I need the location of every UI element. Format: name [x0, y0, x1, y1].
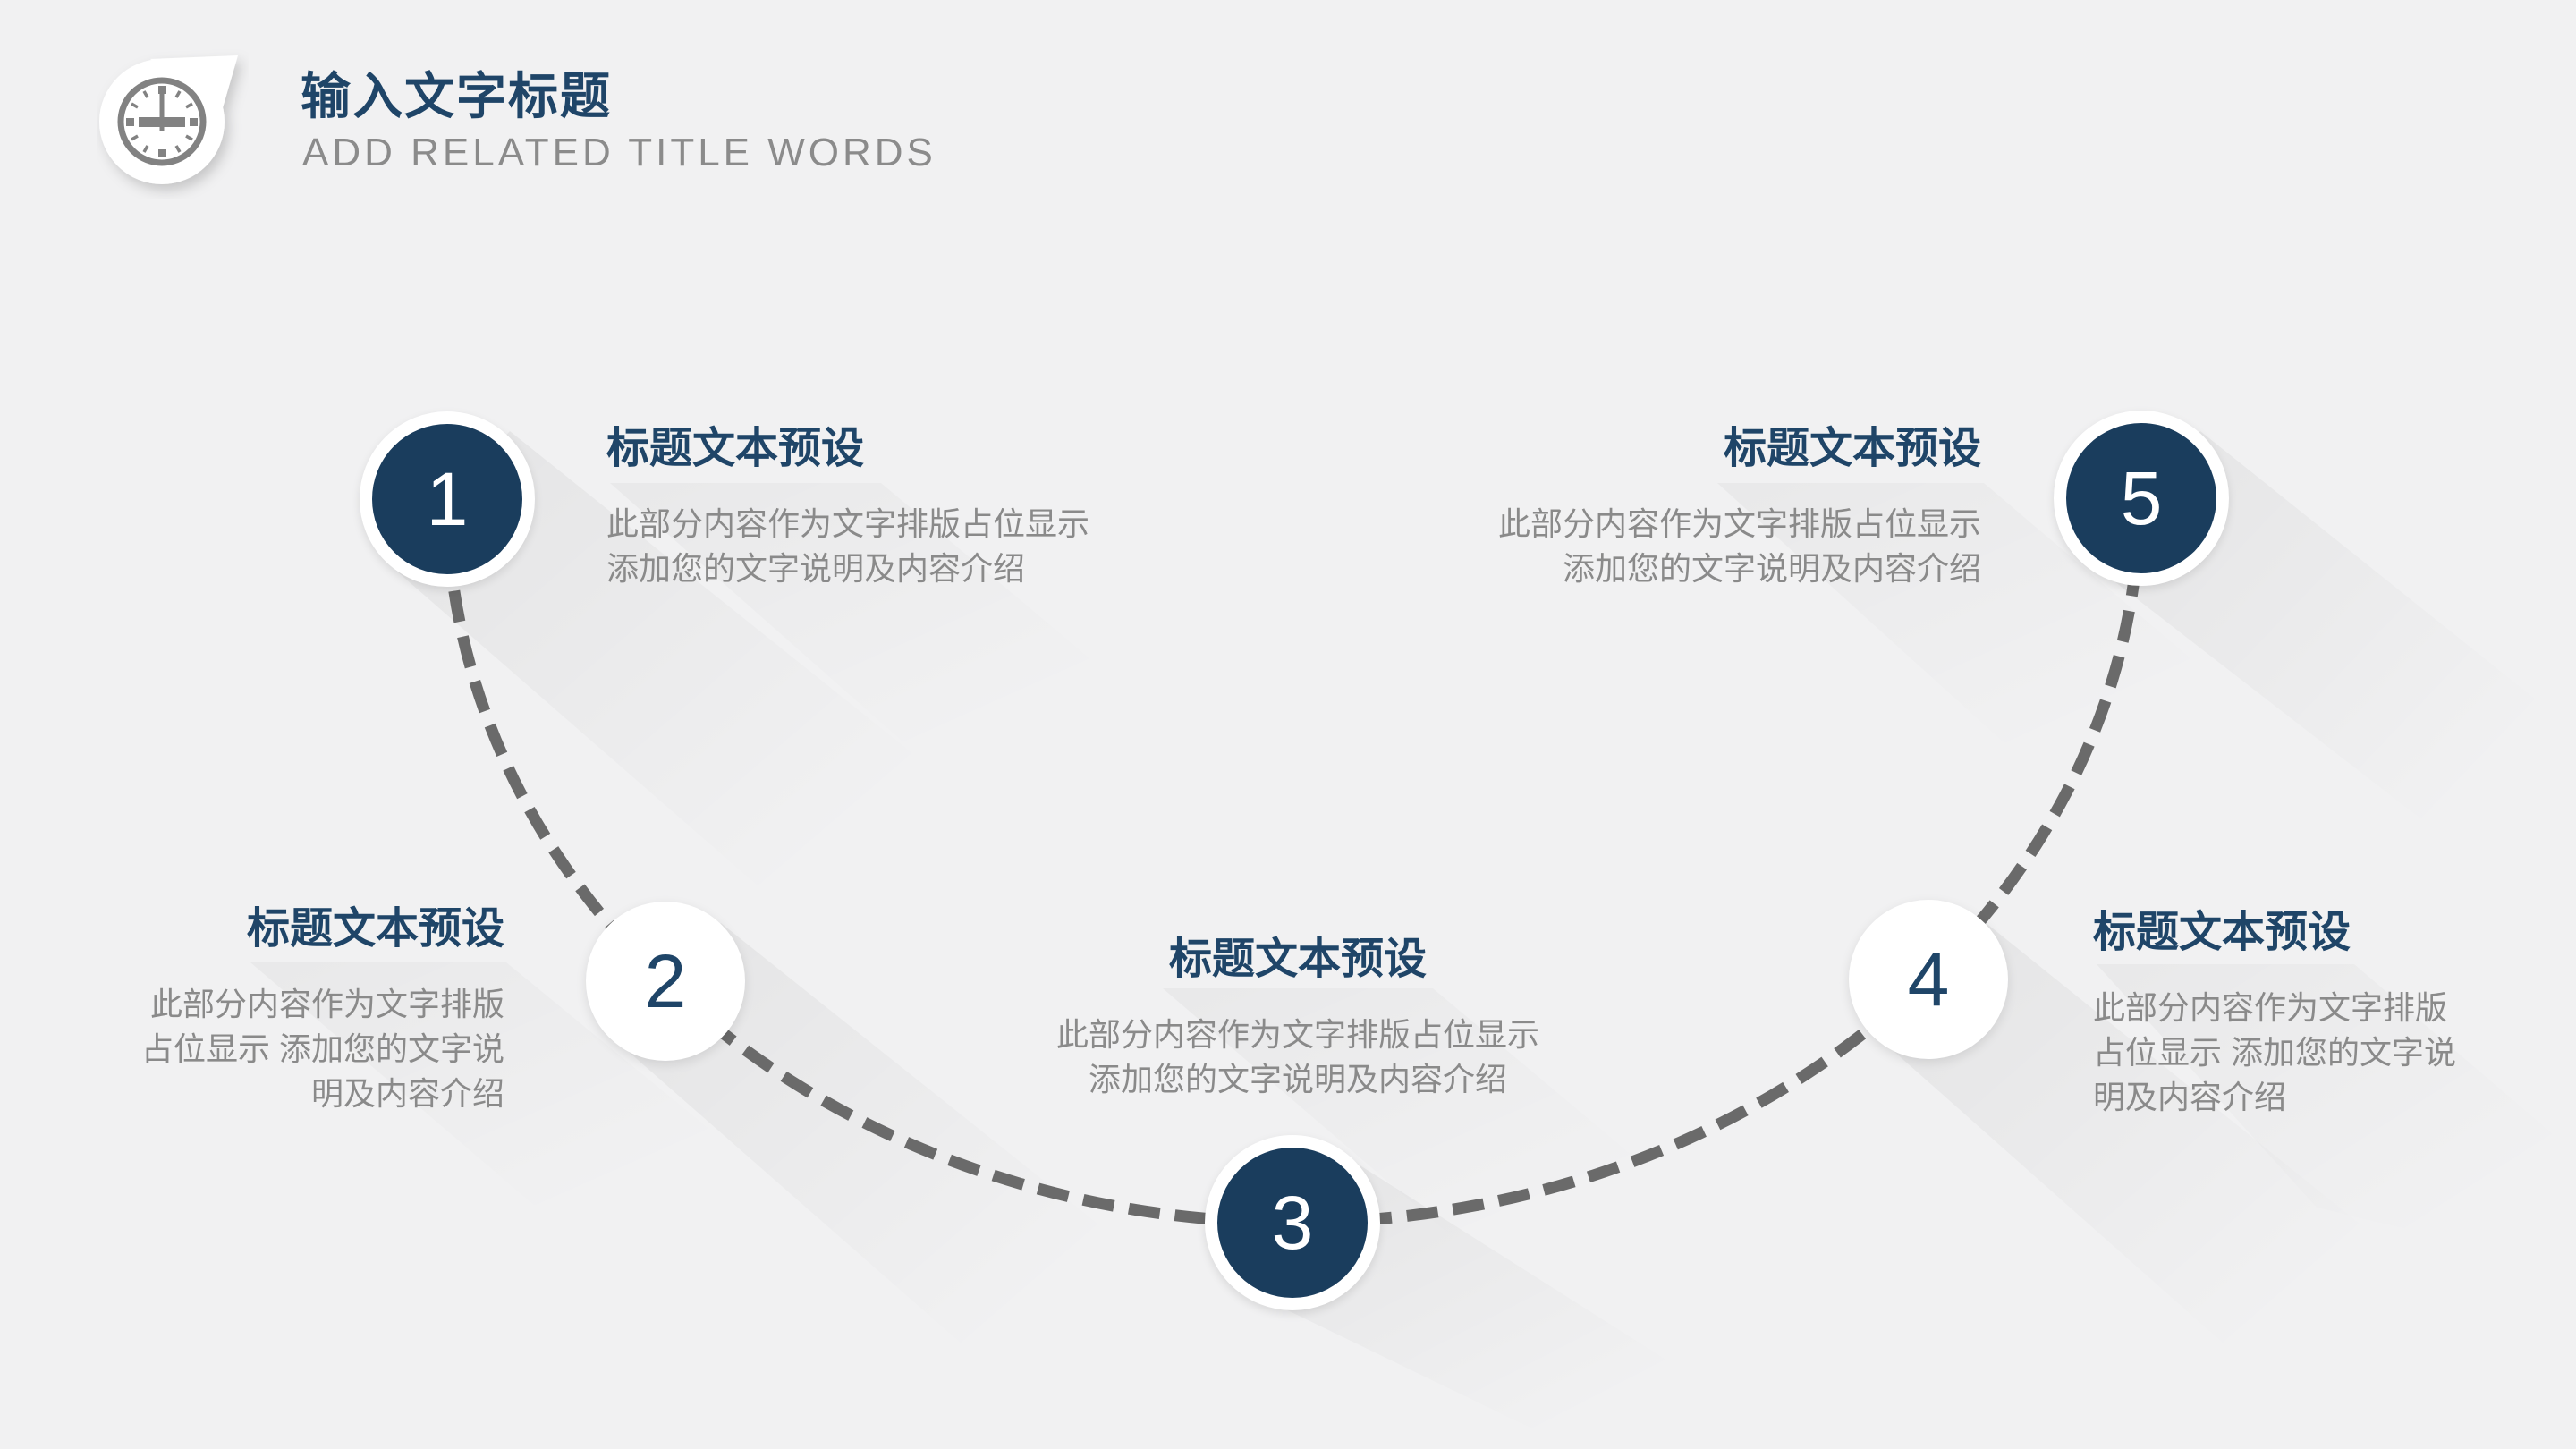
- step-4-number: 4: [1907, 937, 1950, 1021]
- circle-long-shadow: [1878, 921, 2451, 1422]
- step-2-description: 此部分内容作为文字排版占位显示 添加您的文字说明及内容介绍: [140, 986, 504, 1112]
- circle-long-shadow: [1241, 1158, 1807, 1449]
- step-2-text: 标题文本预设 此部分内容作为文字排版占位显示 添加您的文字说明及内容介绍: [129, 903, 504, 1116]
- step-3-marker: 3: [1205, 1135, 1380, 1310]
- title-long-shadow: [1717, 483, 2290, 742]
- circle-long-shadow: [390, 431, 1011, 966]
- clock-icon: [99, 55, 238, 184]
- step-4-title: 标题文本预设: [2093, 909, 2351, 956]
- step-5-number: 5: [2120, 456, 2163, 540]
- step-2-title: 标题文本预设: [246, 905, 504, 953]
- title-long-shadow: [250, 962, 805, 1208]
- step-1-marker: 1: [360, 411, 535, 587]
- step-4-text: 标题文本预设 此部分内容作为文字排版占位显示 添加您的文字说明及内容介绍: [2093, 907, 2469, 1120]
- step-2-marker: 2: [586, 902, 745, 1061]
- title-long-shadow: [610, 483, 1190, 742]
- step-3-description: 此部分内容作为文字排版占位显示 添加您的文字说明及内容介绍: [1055, 1016, 1539, 1097]
- step-2-number: 2: [644, 939, 687, 1023]
- step-3-title: 标题文本预设: [1168, 936, 1427, 983]
- title-long-shadow: [1163, 988, 1726, 1234]
- step-5-text: 标题文本预设 此部分内容作为文字排版占位显示 添加您的文字说明及内容介绍: [1479, 423, 1981, 591]
- circle-long-shadow: [615, 923, 1190, 1422]
- hour-hand: [139, 117, 185, 127]
- page-title: 输入文字标题: [301, 68, 612, 124]
- clock-face: [117, 77, 207, 166]
- title-long-shadow: [2097, 964, 2576, 1270]
- step-5-description: 此部分内容作为文字排版占位显示 添加您的文字说明及内容介绍: [1497, 505, 1981, 587]
- circle-long-shadow: [2091, 431, 2576, 939]
- step-1-number: 1: [426, 457, 469, 541]
- page-subtitle: ADD RELATED TITLE WORDS: [302, 131, 936, 174]
- step-1-title: 标题文本预设: [606, 425, 865, 472]
- step-5-marker: 5: [2054, 411, 2229, 586]
- step-4-marker: 4: [1849, 900, 2008, 1059]
- step-3-number: 3: [1271, 1181, 1314, 1265]
- step-1-text: 标题文本预设 此部分内容作为文字排版占位显示 添加您的文字说明及内容介绍: [606, 423, 1109, 591]
- minute-hand: [159, 88, 165, 131]
- step-4-description: 此部分内容作为文字排版占位显示 添加您的文字说明及内容介绍: [2093, 989, 2457, 1115]
- step-3-text: 标题文本预设 此部分内容作为文字排版占位显示 添加您的文字说明及内容介绍: [1046, 934, 1549, 1102]
- step-1-description: 此部分内容作为文字排版占位显示 添加您的文字说明及内容介绍: [606, 505, 1090, 587]
- step-5-title: 标题文本预设: [1723, 425, 1981, 472]
